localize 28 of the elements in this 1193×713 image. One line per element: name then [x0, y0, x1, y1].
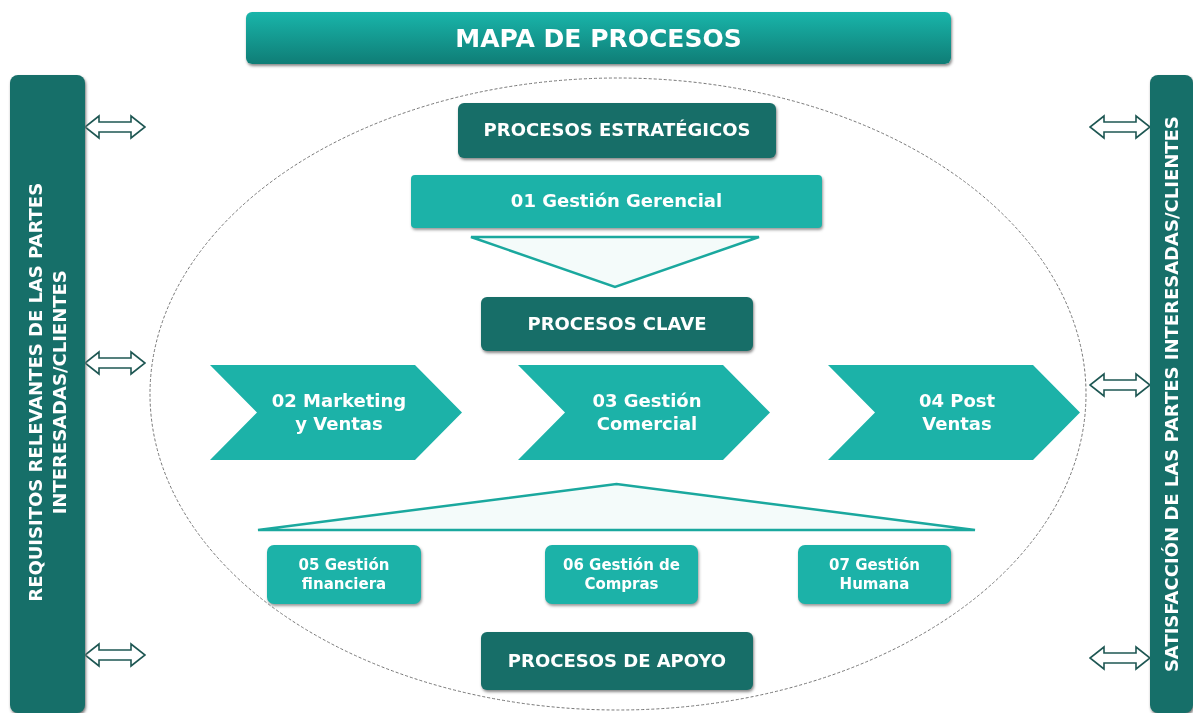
node-label: 06 Gestión de Compras	[562, 555, 681, 594]
process-box	[798, 545, 951, 604]
process-box	[411, 175, 822, 228]
node-label: PROCESOS ESTRATÉGICOS	[483, 119, 751, 142]
side-bar	[1150, 75, 1193, 713]
section-header	[481, 297, 753, 351]
node-label: 01 Gestión Gerencial	[510, 190, 723, 213]
double-arrow	[83, 114, 147, 140]
side-bar	[10, 75, 85, 713]
node-label: 05 Gestión financiera	[297, 555, 391, 594]
node-label: PROCESOS CLAVE	[527, 312, 707, 336]
section-header	[458, 103, 776, 158]
double-arrow	[1088, 372, 1152, 398]
node-label: PROCESOS DE APOYO	[507, 649, 727, 673]
node-label: 04 Post Ventas	[917, 390, 997, 435]
process-box	[545, 545, 698, 604]
node-label: SATISFACCIÓN DE LAS PARTES INTERESADAS/CLIENTES	[1159, 115, 1183, 675]
node-label: 02 Marketing y Ventas	[270, 390, 408, 435]
node-label: 07 Gestión Humana	[828, 555, 921, 594]
node-label: REQUISITOS RELEVANTES DE LAS PARTES INTERESADAS/CLIENTES	[23, 181, 71, 604]
section-header	[481, 632, 753, 690]
double-arrow	[1088, 114, 1152, 140]
node-label: 03 Gestión Comercial	[591, 390, 703, 435]
double-arrow	[1088, 645, 1152, 671]
process-box	[267, 545, 421, 604]
double-arrow	[83, 642, 147, 668]
title-banner: MAPA DE PROCESOS	[246, 12, 951, 64]
double-arrow	[83, 350, 147, 376]
